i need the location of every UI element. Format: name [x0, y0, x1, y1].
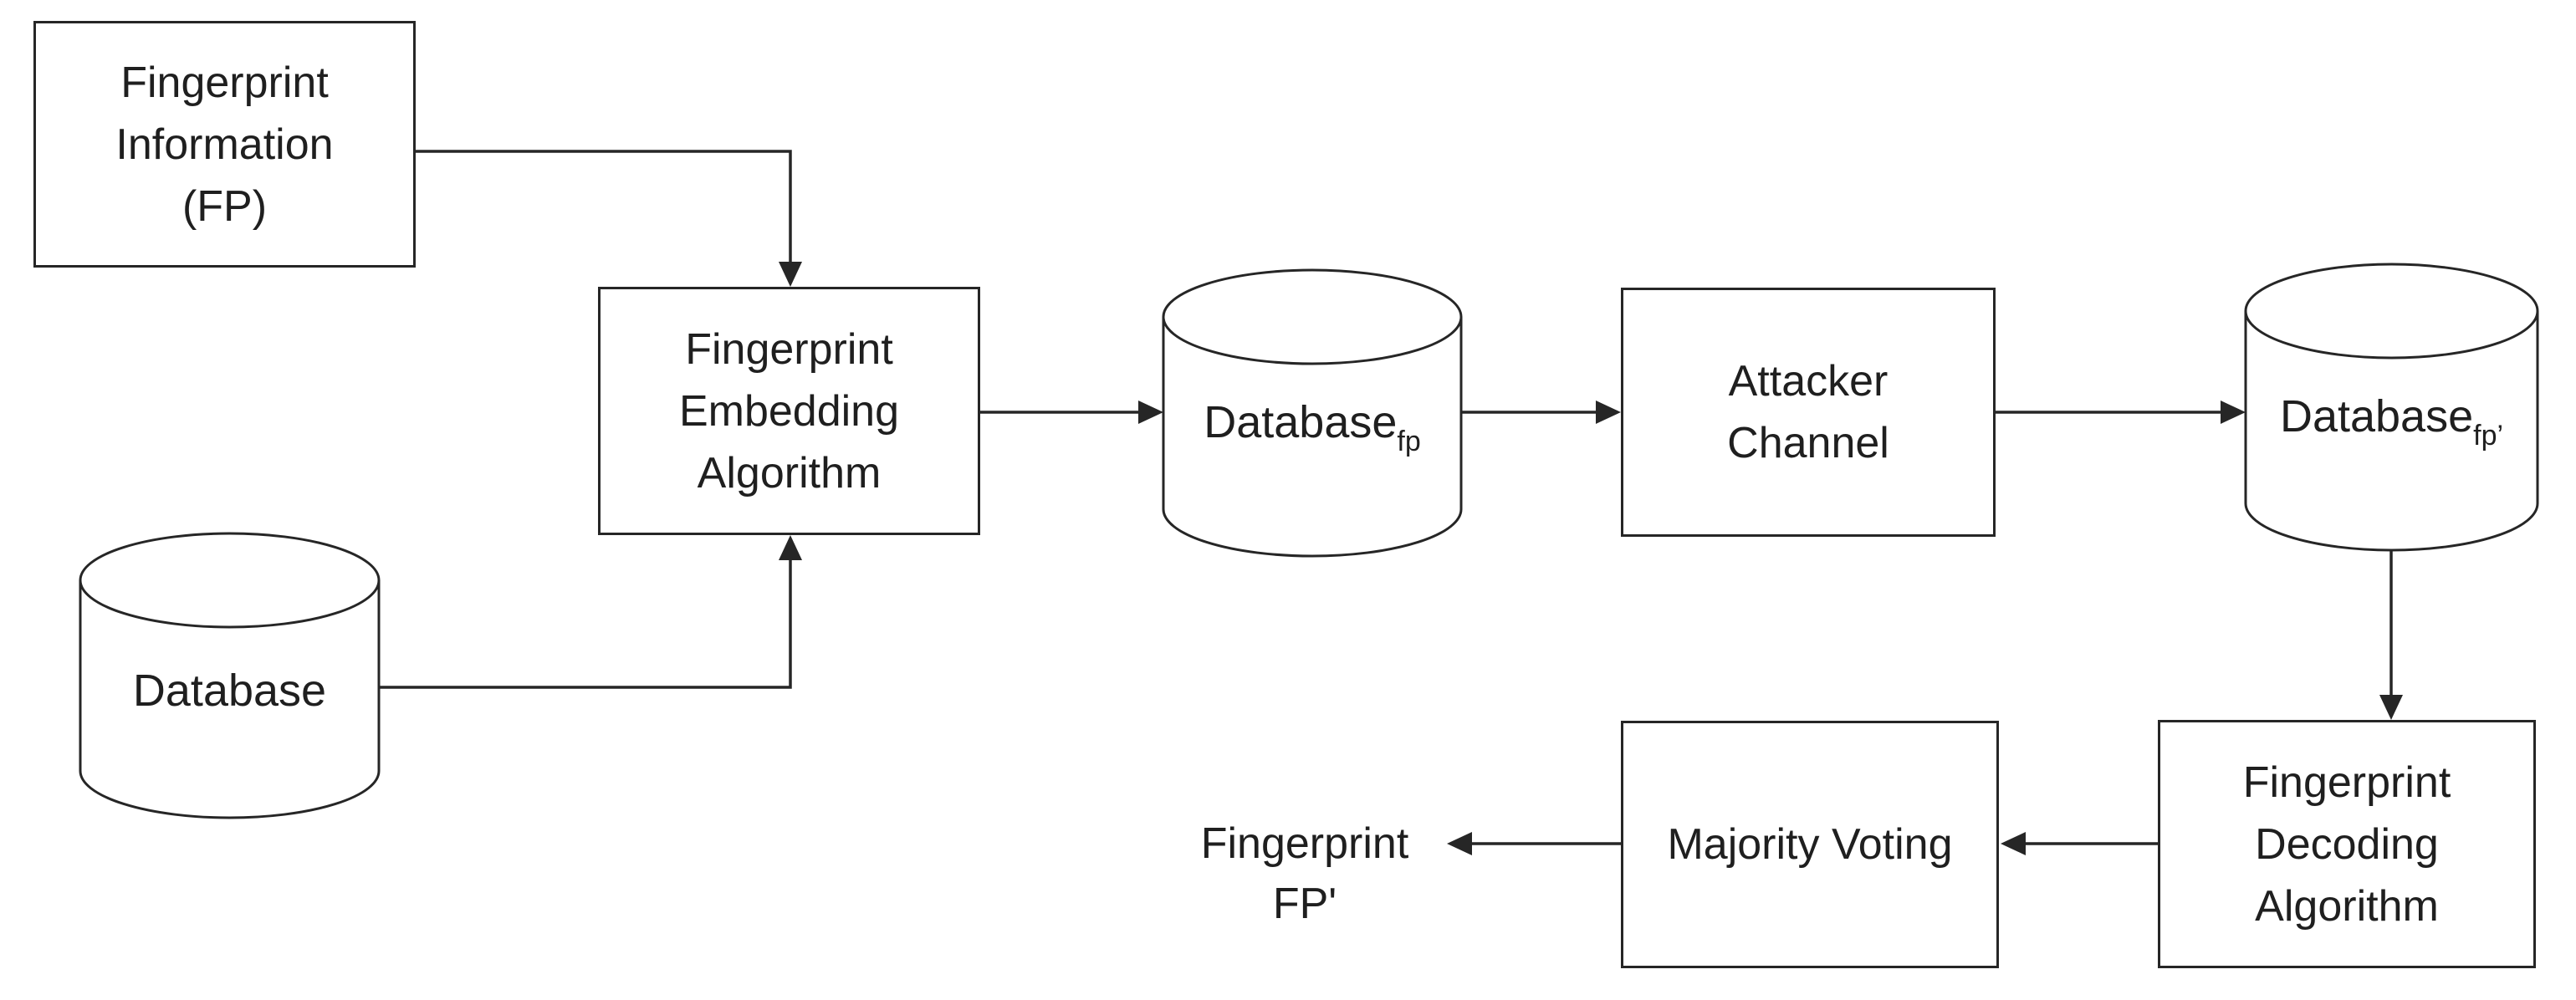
cylinder-top [2244, 263, 2539, 360]
box-label-line: Information [115, 120, 334, 169]
connector-databasefpprime-to-decoding [2379, 550, 2403, 720]
connector-databasefp-to-attacker [1461, 401, 1621, 424]
connector-decoding-to-majority [2001, 832, 2158, 855]
cylinder-label-text: Database [2279, 391, 2474, 441]
cylinder-label-text: Database [132, 666, 327, 716]
box-label-line: (FP) [181, 181, 268, 231]
cylinder-label-text: Database [1204, 397, 1398, 447]
database-fp-cylinder-icon [1162, 268, 1463, 558]
cylinder-body [1162, 317, 1463, 558]
connector-line [416, 150, 792, 263]
database-fp-prime-label: Databasefp’ [2246, 264, 2538, 550]
box-label-line: Decoding [2255, 819, 2439, 869]
connector-embedding-to-databasefp [980, 401, 1163, 424]
arrowhead-down-icon [779, 262, 802, 287]
arrowhead-right-icon [2221, 401, 2246, 424]
arrowhead-down-icon [2379, 695, 2403, 720]
output-label-line: Fingerprint [1200, 819, 1409, 868]
arrowhead-right-icon [1138, 401, 1163, 424]
cylinder-top [79, 532, 381, 629]
connector-line [379, 559, 792, 689]
fingerprint-decoding-algorithm-box: Fingerprint Decoding Algorithm [2158, 720, 2536, 968]
cylinder-body [79, 580, 381, 819]
fingerprint-embedding-algorithm-box: Fingerprint Embedding Algorithm [598, 287, 980, 535]
fingerprint-fp-output-label: Fingerprint FP' [1163, 814, 1447, 934]
database-cylinder-icon [79, 532, 381, 819]
box-label-line: Fingerprint [2242, 758, 2451, 807]
attacker-channel-box: Attacker Channel [1621, 288, 1996, 537]
connector-majority-to-output [1447, 832, 1621, 855]
box-label-line: Embedding [678, 386, 900, 436]
cylinder-label-subscript: fp’ [2473, 420, 2504, 452]
arrowhead-left-icon [2001, 832, 2026, 855]
connector-fpinfo-to-embedding [416, 150, 802, 287]
connector-attacker-to-databasefpprime [1996, 401, 2246, 424]
box-label-line: Algorithm [697, 448, 882, 497]
majority-voting-box: Majority Voting [1621, 721, 1999, 968]
output-label-line: FP' [1272, 880, 1337, 928]
box-label-line: Fingerprint [120, 58, 329, 107]
box-label-line: Channel [1727, 419, 1889, 467]
arrowhead-up-icon [779, 535, 802, 560]
database-fp-label: Databasefp [1163, 270, 1461, 556]
database-fp-prime-cylinder-icon [2244, 263, 2539, 552]
database-label: Database [80, 533, 379, 818]
cylinder-label-subscript: fp [1397, 426, 1421, 457]
connector-database-to-embedding [379, 535, 802, 689]
arrowhead-right-icon [1596, 401, 1621, 424]
box-label-line: Fingerprint [685, 324, 893, 374]
cylinder-body [2244, 311, 2539, 552]
box-label-line: Attacker [1728, 357, 1889, 406]
fingerprint-information-box: Fingerprint Information (FP) [33, 21, 416, 268]
box-label-line: Majority Voting [1667, 820, 1953, 869]
arrowhead-left-icon [1447, 832, 1472, 855]
box-label-line: Algorithm [2255, 881, 2439, 931]
cylinder-top [1162, 268, 1463, 365]
